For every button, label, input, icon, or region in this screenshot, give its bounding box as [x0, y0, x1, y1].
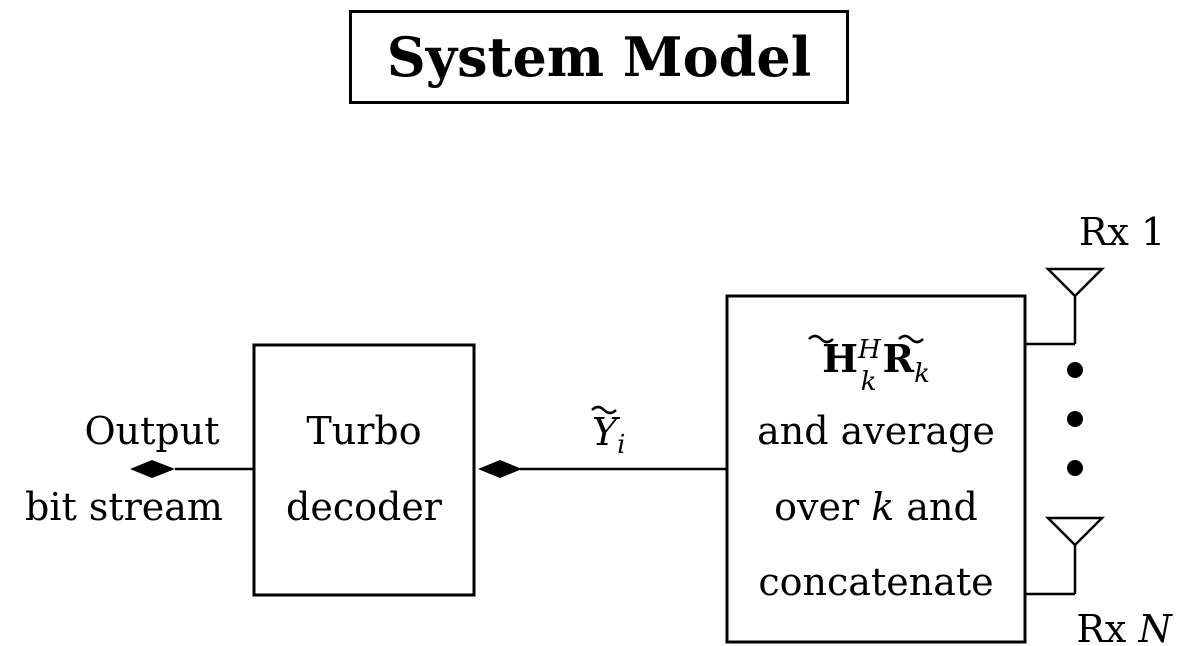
antenna-top-label: Rx 1 [1079, 210, 1165, 254]
processing-line3: over k and [774, 485, 978, 529]
math-h-subscript: k [861, 367, 877, 397]
processing-line2: and average [757, 409, 995, 453]
antenna-ellipsis-dot-1 [1067, 362, 1083, 378]
signal-label: Yi [592, 410, 625, 460]
diagram-title: System Model [349, 10, 849, 104]
output-label-line2: bit stream [25, 485, 223, 529]
antenna-bottom-icon [1044, 516, 1106, 547]
title-text: System Model [386, 25, 812, 89]
signal-label-base: Y [592, 410, 621, 454]
processing-line3-var: k [871, 485, 894, 529]
math-r-symbol: R [883, 336, 915, 381]
turbo-label-line2: decoder [286, 485, 443, 529]
turbo-label-line1: Turbo [306, 409, 421, 453]
signal-label-sub: i [617, 430, 625, 460]
antenna-top-icon [1044, 267, 1106, 298]
signal-tilde-mark [591, 405, 617, 415]
math-h-symbol: H [822, 336, 858, 381]
processing-line3-pre: over [774, 485, 871, 529]
processing-line3-post: and [894, 485, 978, 529]
output-arrowhead [130, 460, 175, 478]
math-h-superscript: H [857, 335, 882, 365]
antenna-bottom-label-pre: Rx [1076, 607, 1138, 646]
antenna-ellipsis-dot-3 [1067, 460, 1083, 476]
signal-arrowhead [478, 460, 522, 478]
antenna-bottom-label: Rx N [1076, 607, 1173, 646]
tilde-h-mark [808, 334, 834, 344]
turbo-decoder-block [252, 343, 476, 597]
antenna-ellipsis-dot-2 [1067, 411, 1083, 427]
math-r-subscript: k [914, 359, 930, 389]
antenna-bottom-label-var: N [1137, 607, 1173, 646]
output-label-line1: Output [85, 409, 220, 453]
tilde-r-mark [898, 334, 924, 344]
processing-line4: concatenate [758, 560, 993, 604]
